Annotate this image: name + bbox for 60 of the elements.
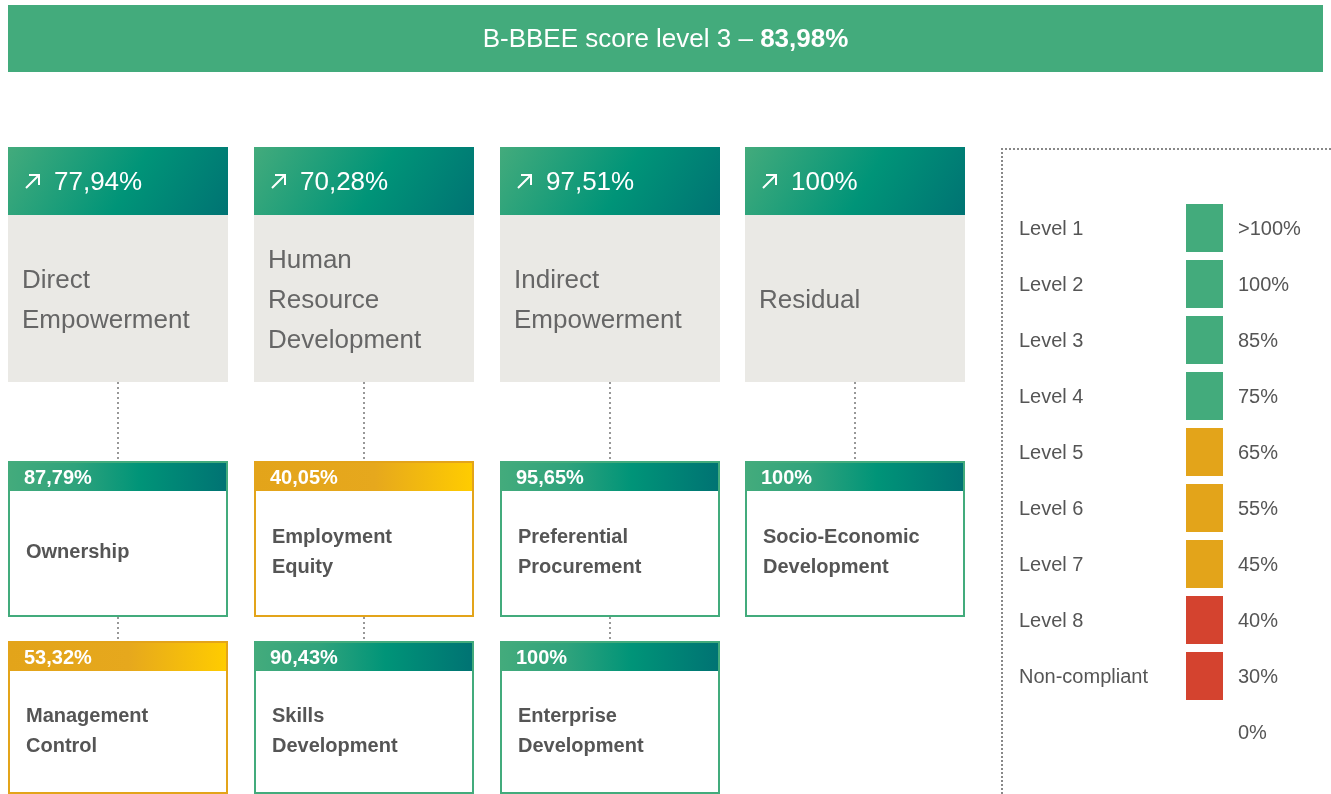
subcategory-card [500,461,720,617]
legend-label: Level 1 [1019,216,1085,240]
legend-label: Level 4 [1019,384,1085,408]
dotted-connector [117,616,119,642]
subcategory-name: Ownership [26,539,131,564]
legend-label: Non-compliant [1019,664,1149,688]
threshold-value: 55% [1238,496,1280,520]
threshold-value: 40% [1238,608,1280,632]
category-card [8,147,228,382]
threshold-value: 30% [1238,664,1280,688]
percentage-value: 53,32% [24,645,92,669]
title-banner: B-BBEE score level 3 – 83,98% [8,5,1323,72]
subcategory-card [254,641,474,794]
dotted-connector [363,381,365,462]
percentage-value: 90,43% [270,645,338,669]
category-name: Human Resource Development [268,242,423,356]
percentage-value: 100% [516,645,568,669]
percentage-value: 100% [761,465,813,489]
category-card [745,147,965,382]
threshold-value: 75% [1238,384,1280,408]
category-card [254,147,474,382]
percentage-value: 95,65% [516,465,584,489]
subcategory-card [8,461,228,617]
dotted-connector [854,381,856,462]
subcategory-name: Employment Equity [272,524,394,579]
subcategory-name: Socio-Economic Development [763,524,921,579]
dotted-connector [609,381,611,462]
legend-label: Level 8 [1019,608,1085,632]
legend-label: Level 3 [1019,328,1085,352]
subcategory-card [254,461,474,617]
legend-label: Level 5 [1019,440,1085,464]
threshold-value: 0% [1238,720,1268,744]
category-name: Direct Empowerment [22,262,191,336]
category-name: Indirect Empowerment [514,262,683,336]
category-name: Residual [759,282,862,316]
dotted-connector [363,616,365,642]
threshold-value: 85% [1238,328,1280,352]
legend-label: Level 6 [1019,496,1085,520]
subcategory-name: Skills Development [272,702,399,758]
subcategory-name: Management Control [26,702,150,758]
subcategory-card [745,461,965,617]
dotted-connector [609,616,611,642]
percentage-value: 77,94% [54,165,143,197]
subcategory-card [500,641,720,794]
dotted-connector [117,381,119,462]
threshold-value: 45% [1238,552,1280,576]
subcategory-card [8,641,228,794]
legend-label: Level 2 [1019,272,1085,296]
threshold-value: 100% [1238,272,1291,296]
percentage-value: 100% [791,165,858,197]
subcategory-name: Enterprise Development [518,702,645,758]
threshold-value: 65% [1238,440,1280,464]
subcategory-name: Preferential Procurement [518,524,643,579]
percentage-value: 40,05% [270,465,338,489]
category-card [500,147,720,382]
percentage-value: 70,28% [300,165,389,197]
legend-label: Level 7 [1019,552,1085,576]
threshold-value: >100% [1238,216,1302,240]
percentage-value: 87,79% [24,465,92,489]
percentage-value: 97,51% [546,165,635,197]
